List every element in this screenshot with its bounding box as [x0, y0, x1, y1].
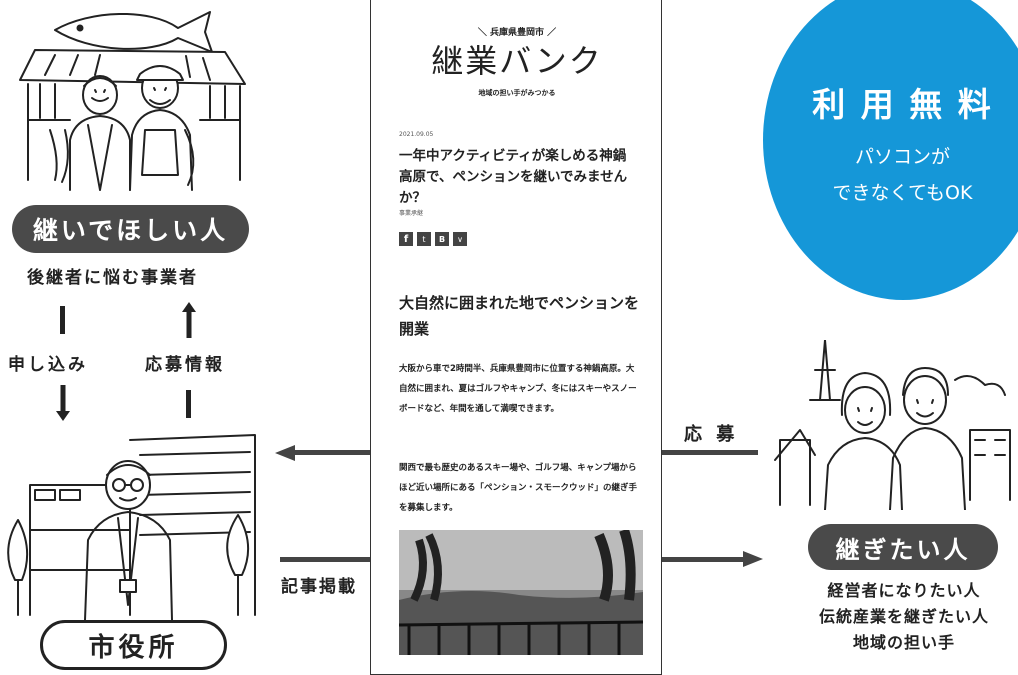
- article-date: 2021.09.05: [399, 131, 434, 138]
- shop-owners-illustration: [19, 11, 246, 191]
- post-article-label: 記事掲載: [281, 577, 357, 597]
- free-badge: [763, 0, 1018, 300]
- arrow-down-icon: [56, 385, 70, 421]
- successors-illustration: [774, 340, 1011, 510]
- article-author: 事業承継: [399, 210, 424, 217]
- free-badge-line-1: パソコンが: [854, 146, 950, 168]
- free-badge-title: 利 用 無 料: [812, 85, 993, 124]
- apply-label: 応 募: [684, 424, 739, 445]
- arrow-from-successor: [662, 450, 758, 455]
- article-photo: [399, 530, 643, 655]
- hatena-icon[interactable]: B: [435, 232, 449, 246]
- want-to-succeed-pill: 継ぎたい人: [808, 524, 998, 570]
- arrow-right-icon: [743, 551, 763, 567]
- arrow-up-icon: [182, 302, 196, 338]
- arrow-left-icon: [275, 445, 295, 461]
- city-hall-pill: 市役所: [40, 620, 227, 670]
- article-tagline: 地域の担い手がみつかる: [478, 89, 556, 97]
- pocket-icon[interactable]: ∨: [453, 232, 467, 246]
- arrow-post-line: [280, 557, 372, 562]
- want-successor-pill: 継いでほしい人: [12, 205, 249, 253]
- application-label: 申し込み: [8, 355, 88, 375]
- arrow-to-successor-line: [662, 557, 748, 562]
- facebook-icon[interactable]: f: [399, 232, 413, 246]
- share-icons: f t B ∨: [399, 232, 467, 246]
- applicant-info-label: 応募情報: [145, 355, 225, 375]
- keigyo-bank-logo: 継業バンク: [431, 42, 603, 80]
- flow-bar-left-top: [60, 306, 65, 334]
- article-paragraph-1: 大阪から車で2時間半、兵庫県豊岡市に位置する神鍋高原。大自然に囲まれ、夏はゴルフ…: [399, 364, 637, 414]
- article-heading: 大自然に囲まれた地でペンションを開業: [399, 294, 640, 338]
- arrow-to-city-hall: [290, 450, 372, 455]
- successor-type-1: 経営者になりたい人: [827, 581, 981, 600]
- successor-types: 経営者になりたい人 伝統産業を継ぎたい人 地域の担い手: [790, 578, 1018, 656]
- city-hall-illustration: [7, 434, 256, 620]
- article-paragraph-2: 関西で最も歴史のあるスキー場や、ゴルフ場、キャンプ場からほど近い場所にある「ペン…: [399, 463, 638, 513]
- successor-type-2: 伝統産業を継ぎたい人: [818, 607, 989, 626]
- article-header-small: ＼ 兵庫県豊岡市 ／: [477, 28, 557, 38]
- article-preview: ＼ 兵庫県豊岡市 ／ 継業バンク 地域の担い手がみつかる 2021.09.05 …: [370, 0, 662, 675]
- free-badge-line-2: できなくてもOK: [832, 182, 973, 204]
- twitter-icon[interactable]: t: [417, 232, 431, 246]
- flow-bar-right-bottom: [186, 390, 191, 418]
- want-successor-subtitle: 後継者に悩む事業者: [27, 268, 198, 288]
- successor-type-3: 地域の担い手: [852, 633, 955, 652]
- article-title: 一年中アクティビティが楽しめる神鍋高原で、ペンションを継いでみませんか？: [399, 148, 628, 206]
